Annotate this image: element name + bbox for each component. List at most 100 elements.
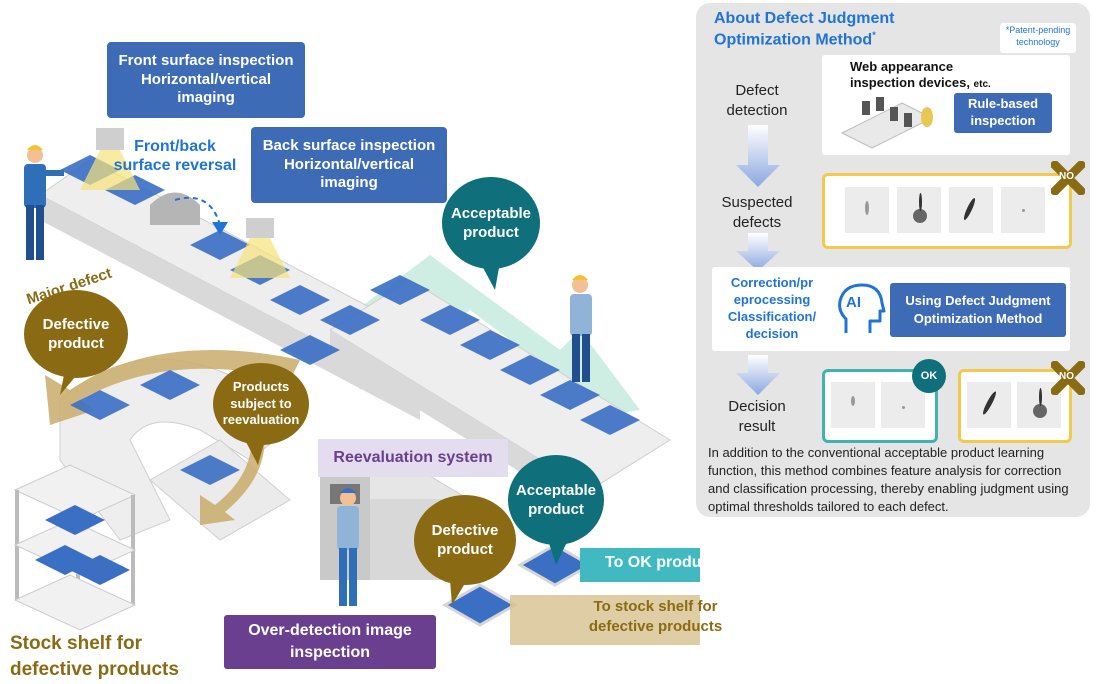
panel-title-line2: Optimization Method <box>714 31 873 49</box>
acceptable-product-bubble-2: Acceptable product <box>508 455 604 545</box>
reversal-roller <box>150 192 200 225</box>
defect-thumb-3 <box>949 187 993 233</box>
defect-thumb-2 <box>897 187 941 233</box>
web-devices-line2-wrap: inspection devices, etc. <box>850 75 991 92</box>
worker-reevaluation <box>337 488 359 606</box>
step2-line1: Suspected <box>721 194 793 211</box>
reeval-tail <box>245 440 265 465</box>
web-devices-etc: etc. <box>973 79 991 91</box>
step-decision-result: Decision result <box>702 397 812 436</box>
patent-note: *Patent-pending technology <box>1000 23 1076 53</box>
front-inspection-line2: Horizontal/vertical <box>140 70 272 88</box>
web-devices-box: Web appearance inspection devices, etc. … <box>822 55 1070 155</box>
defective-2-line2: product <box>437 541 493 558</box>
front-inspection-box: Front surface inspection Horizontal/vert… <box>107 42 305 118</box>
reevaluation-products-bubble: Products subject to reevaluation <box>213 363 309 445</box>
acceptable-1-line2: product <box>463 224 519 241</box>
stock-shelf-label: Stock shelf for defective products <box>10 631 179 682</box>
acceptable-2-line1: Acceptable <box>515 481 597 499</box>
stock-shelf-line1: Stock shelf for <box>10 633 142 654</box>
ai-label: AI <box>846 294 861 311</box>
step1-line2: detection <box>726 101 788 119</box>
acceptable-1-tail <box>480 262 500 290</box>
worker-left <box>24 145 64 260</box>
processing-line4: decision <box>745 325 799 341</box>
using-method-line1: Using Defect Judgment <box>905 293 1051 309</box>
ok-badge-text: OK <box>920 370 938 382</box>
no-cross-icon <box>1050 160 1086 196</box>
reeval-line2: subject to <box>230 395 292 411</box>
patent-note-line2: technology <box>1016 36 1060 47</box>
processing-line3: Classification/ <box>727 308 817 324</box>
no-badge-1-text: NO <box>1059 171 1074 182</box>
back-inspection-line3: imaging <box>320 174 378 192</box>
step3-line1: Decision <box>728 398 786 415</box>
stock-shelf-line2: defective products <box>10 658 179 680</box>
no-badge-2-text: NO <box>1059 371 1074 382</box>
over-detection-line2: inspection <box>289 644 370 661</box>
no-cross-icon <box>1050 360 1086 396</box>
panel-title-line2-wrap: Optimization Method* <box>714 30 894 51</box>
acceptable-1-line1: Acceptable <box>450 204 532 222</box>
suspected-defects-box <box>822 173 1072 249</box>
reject-conveyor <box>149 439 291 541</box>
defective-1-line2: product <box>48 335 104 352</box>
processing-label: Correction/pr eprocessing Classification… <box>718 275 826 343</box>
step-defect-detection: Defect detection <box>702 81 812 120</box>
stock-line-line1: To stock shelf for <box>593 598 718 615</box>
no-badge-2: NO <box>1050 360 1086 396</box>
flow-down-arrow <box>736 125 780 395</box>
rule-based-line2: inspection <box>970 113 1036 128</box>
defective-product-bubble-1: Defective product <box>24 290 128 378</box>
ok-badge: OK <box>912 359 946 393</box>
worker-right <box>570 275 592 382</box>
stock-line-line2: defective products <box>588 617 723 635</box>
ai-head-icon <box>838 283 886 333</box>
stock-line-arrow <box>510 595 700 645</box>
step2-line2: defects <box>732 213 782 231</box>
over-detection-box: Over-detection image inspection <box>224 615 436 669</box>
back-inspection-line2: Horizontal/vertical <box>283 155 415 173</box>
reversal-label-line1: Front/back <box>134 138 216 155</box>
panel-title-mark: * <box>872 29 876 40</box>
back-inspection-line1: Back surface inspection <box>262 136 436 154</box>
reevaluation-system-label: Reevaluation system <box>318 439 508 477</box>
reversal-dashed-arrow <box>174 196 221 226</box>
step-suspected-defects: Suspected defects <box>702 193 812 232</box>
front-camera-light <box>80 150 140 190</box>
defect-thumb-1 <box>845 187 889 233</box>
reevaluation-system-text: Reevaluation system <box>333 449 493 466</box>
processing-line2: eprocessing <box>733 291 811 307</box>
reeval-line1: Products <box>232 378 290 394</box>
acceptable-2-tail <box>548 540 568 565</box>
reeval-line3: reevaluation <box>222 412 300 428</box>
panel-title-line1: About Defect Judgment <box>714 10 895 27</box>
method-description: In addition to the conventional acceptab… <box>708 445 1069 514</box>
ng-thumb-1 <box>967 382 1011 428</box>
ng-result-box <box>958 369 1072 443</box>
back-camera <box>246 218 274 238</box>
no-badge-1: NO <box>1050 160 1086 196</box>
web-devices-line1: Web appearance <box>850 59 954 74</box>
stock-shelf-illustration <box>13 464 137 631</box>
using-method-line2: Optimization Method <box>913 311 1043 326</box>
factory-scene <box>13 128 700 645</box>
panel-title: About Defect Judgment Optimization Metho… <box>714 9 894 51</box>
back-camera-light <box>230 238 290 278</box>
back-inspection-box: Back surface inspection Horizontal/verti… <box>251 127 447 203</box>
reevaluation-desk <box>318 469 472 580</box>
step3-line2: result <box>738 417 776 435</box>
patent-note-line1: *Patent-pending <box>1005 25 1071 35</box>
method-panel: About Defect Judgment Optimization Metho… <box>696 3 1090 517</box>
processing-box: Correction/pr eprocessing Classification… <box>712 267 1070 351</box>
using-method-badge: Using Defect Judgment Optimization Metho… <box>890 283 1066 337</box>
main-conveyor-side <box>40 195 420 420</box>
reversal-label: Front/back surface reversal <box>105 137 245 175</box>
acceptable-product-bubble-1: Acceptable product <box>442 177 540 269</box>
over-detection-line1: Over-detection image <box>248 622 412 640</box>
reversal-label-line2: surface reversal <box>113 157 237 175</box>
defect-thumb-4 <box>1001 187 1045 233</box>
rule-based-badge: Rule-based inspection <box>954 93 1052 133</box>
web-devices-line2: inspection devices, <box>850 75 974 91</box>
defective-2-line1: Defective <box>431 521 499 539</box>
